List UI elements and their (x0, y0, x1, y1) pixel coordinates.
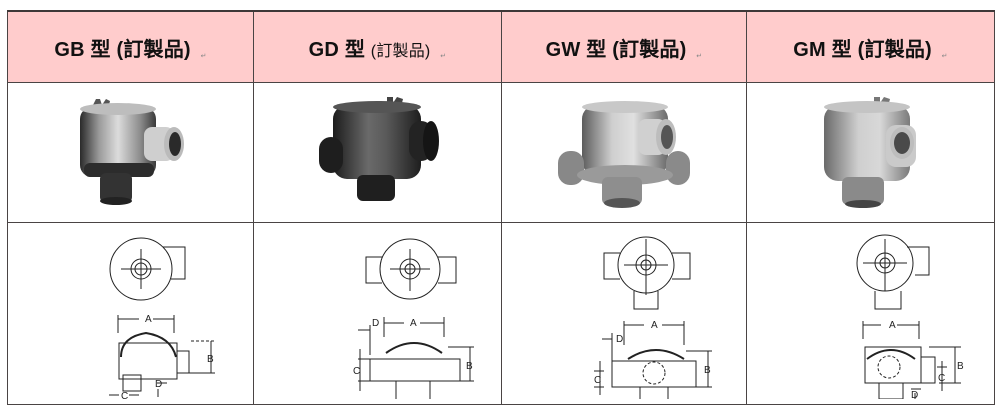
paragraph-mark: ↵ (696, 52, 703, 60)
drawing-cell-gw: A B C D (501, 222, 747, 405)
header-cell-gw: GW 型 (訂製品) ↵ (501, 10, 747, 83)
gw-fitting-photo (558, 100, 690, 208)
fitting-types-table: GB 型 (訂製品) ↵ GD 型 (訂製品) ↵ GW 型 (訂製品) ↵ G… (7, 10, 995, 405)
gm-fitting-photo (823, 96, 916, 208)
dim-label-b: B (957, 361, 964, 372)
drawing-cell-gm: A B C D (746, 222, 995, 405)
header-cell-gd: GD 型 (訂製品) ↵ (253, 10, 502, 83)
gb-section-view (108, 314, 215, 397)
gm-section-view (862, 320, 961, 399)
dim-label-c: C (938, 373, 945, 384)
dim-label-d: D (155, 379, 162, 390)
gw-top-view (603, 236, 691, 309)
paragraph-mark: ↵ (941, 52, 948, 60)
gb-dimension-drawing: A B C D (108, 237, 215, 399)
gw-dimension-drawing: A B C D (594, 236, 712, 399)
gb-top-view (109, 237, 185, 300)
header-cell-gm: GM 型 (訂製品) ↵ (746, 10, 995, 83)
custom-label: (訂製品) (116, 38, 191, 61)
gd-fitting-photo (318, 96, 439, 201)
header-row: GB 型 (訂製品) ↵ GD 型 (訂製品) ↵ GW 型 (訂製品) ↵ G… (7, 10, 995, 83)
photo-cell-gw (501, 82, 747, 223)
custom-label: (訂製品) (370, 42, 431, 60)
paragraph-mark: ↵ (440, 52, 447, 60)
dim-label-a: A (651, 320, 658, 331)
dim-label-b: B (704, 365, 711, 376)
custom-label: (訂製品) (857, 38, 932, 61)
drawing-cell-gd: A B C D (253, 222, 502, 405)
photo-cell-gm (746, 82, 995, 223)
custom-label: (訂製品) (612, 38, 687, 61)
dim-label-a: A (410, 318, 417, 329)
drawing-row: A B C D (7, 222, 995, 405)
gd-section-view (357, 316, 474, 399)
photo-cell-gd (253, 82, 502, 223)
gb-fitting-photo (79, 98, 184, 205)
model-name: GM 型 (793, 38, 852, 61)
photo-cell-gb (7, 82, 254, 223)
gm-top-view (856, 234, 929, 309)
gd-dimension-drawing: A B C D (353, 238, 474, 399)
dim-label-c: C (594, 375, 601, 386)
header-cell-gb: GB 型 (訂製品) ↵ (7, 10, 254, 83)
gd-top-view (365, 238, 456, 299)
dim-label-b: B (466, 361, 473, 372)
dim-label-a: A (145, 314, 152, 325)
gw-section-view (594, 320, 712, 399)
photo-row (7, 82, 995, 223)
gm-dimension-drawing: A B C D (856, 234, 964, 399)
dim-label-c: C (121, 391, 128, 399)
dim-label-a: A (889, 320, 896, 331)
paragraph-mark: ↵ (200, 52, 207, 60)
dim-label-b: B (207, 354, 214, 365)
drawing-cell-gb: A B C D (7, 222, 254, 405)
dim-label-d: D (911, 390, 918, 399)
dim-label-d: D (372, 318, 379, 329)
model-name: GB 型 (54, 38, 111, 61)
dim-label-d: D (616, 334, 623, 345)
model-name: GW 型 (545, 38, 607, 61)
model-name: GD 型 (308, 38, 366, 61)
dim-label-c: C (353, 366, 360, 377)
